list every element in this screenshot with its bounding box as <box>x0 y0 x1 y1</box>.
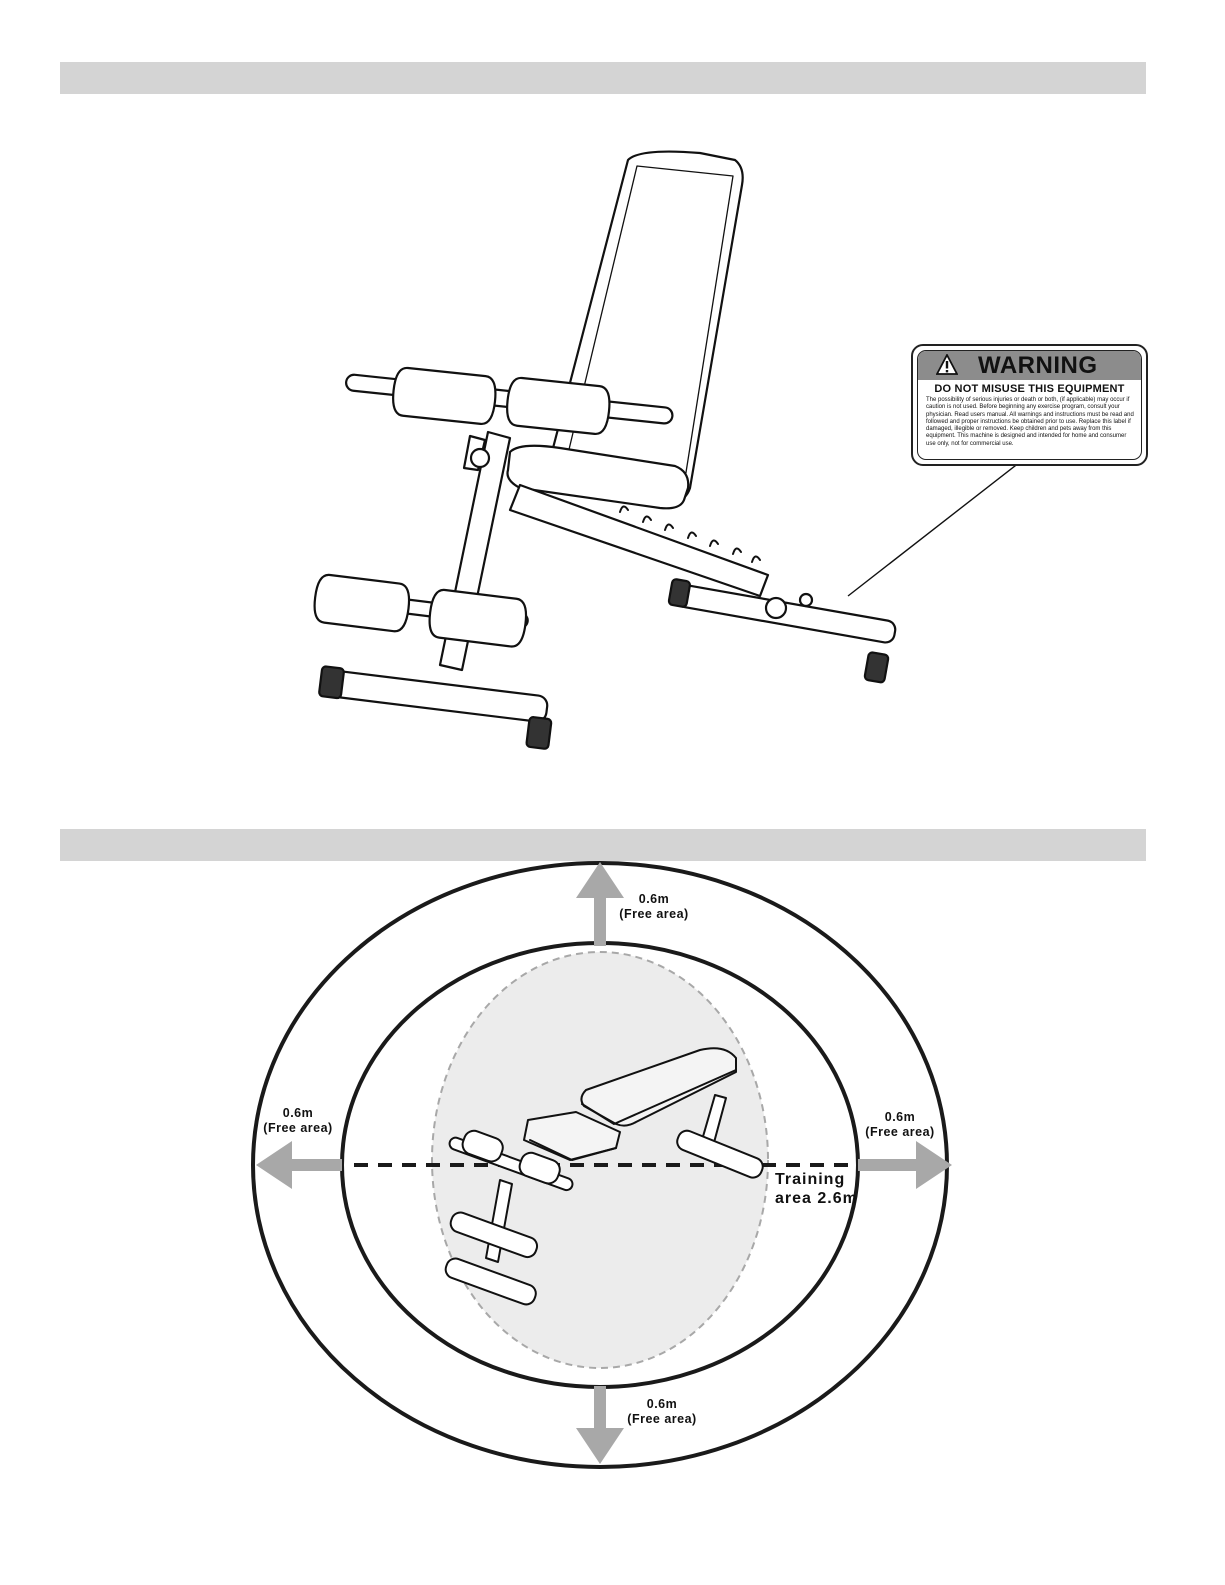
seat-pad <box>506 444 690 510</box>
main-rail <box>508 483 770 598</box>
top-clearance-note: (Free area) <box>619 907 689 921</box>
left-clearance-label: 0.6m (Free area) <box>254 1106 342 1136</box>
top-clearance-label: 0.6m (Free area) <box>608 892 700 922</box>
flat-bench-illustration <box>444 1047 764 1306</box>
warning-label-header: WARNING <box>918 351 1141 380</box>
bottom-clearance-label: 0.6m (Free area) <box>616 1397 708 1427</box>
right-clearance-label: 0.6m (Free area) <box>855 1110 945 1140</box>
warning-subtitle: DO NOT MISUSE THIS EQUIPMENT <box>934 383 1125 395</box>
section-header-bar-1 <box>60 62 1146 94</box>
bottom-clearance-note: (Free area) <box>627 1412 697 1426</box>
training-area-label: Training area 2.6m <box>775 1170 858 1208</box>
warning-title: WARNING <box>978 352 1098 379</box>
warning-label-leader-line <box>847 461 1021 597</box>
section-header-bar-2 <box>60 829 1146 861</box>
upper-roller-right <box>506 376 611 435</box>
flat-bench-backrest <box>580 1047 737 1127</box>
left-clearance-note: (Free area) <box>263 1121 333 1135</box>
warning-body: The possibility of serious injuries or d… <box>926 397 1134 447</box>
warning-triangle-icon <box>936 354 958 375</box>
arrow-right <box>858 1141 952 1189</box>
training-area-line1: Training <box>775 1171 846 1188</box>
arrow-down <box>576 1386 624 1464</box>
lower-roller-right <box>428 588 528 648</box>
lower-roller-left <box>313 573 411 633</box>
right-clearance-note: (Free area) <box>865 1125 935 1139</box>
bench-illustration <box>313 150 1021 750</box>
right-clearance-distance: 0.6m <box>884 1110 916 1124</box>
warning-label: WARNING DO NOT MISUSE THIS EQUIPMENT The… <box>911 344 1148 466</box>
training-area-line2: area 2.6m <box>775 1190 858 1207</box>
arrow-left <box>256 1141 342 1189</box>
left-clearance-distance: 0.6m <box>282 1106 314 1120</box>
arrow-up <box>576 862 624 946</box>
upper-roller-left <box>392 366 497 425</box>
top-clearance-distance: 0.6m <box>638 892 670 906</box>
bottom-clearance-distance: 0.6m <box>646 1397 678 1411</box>
